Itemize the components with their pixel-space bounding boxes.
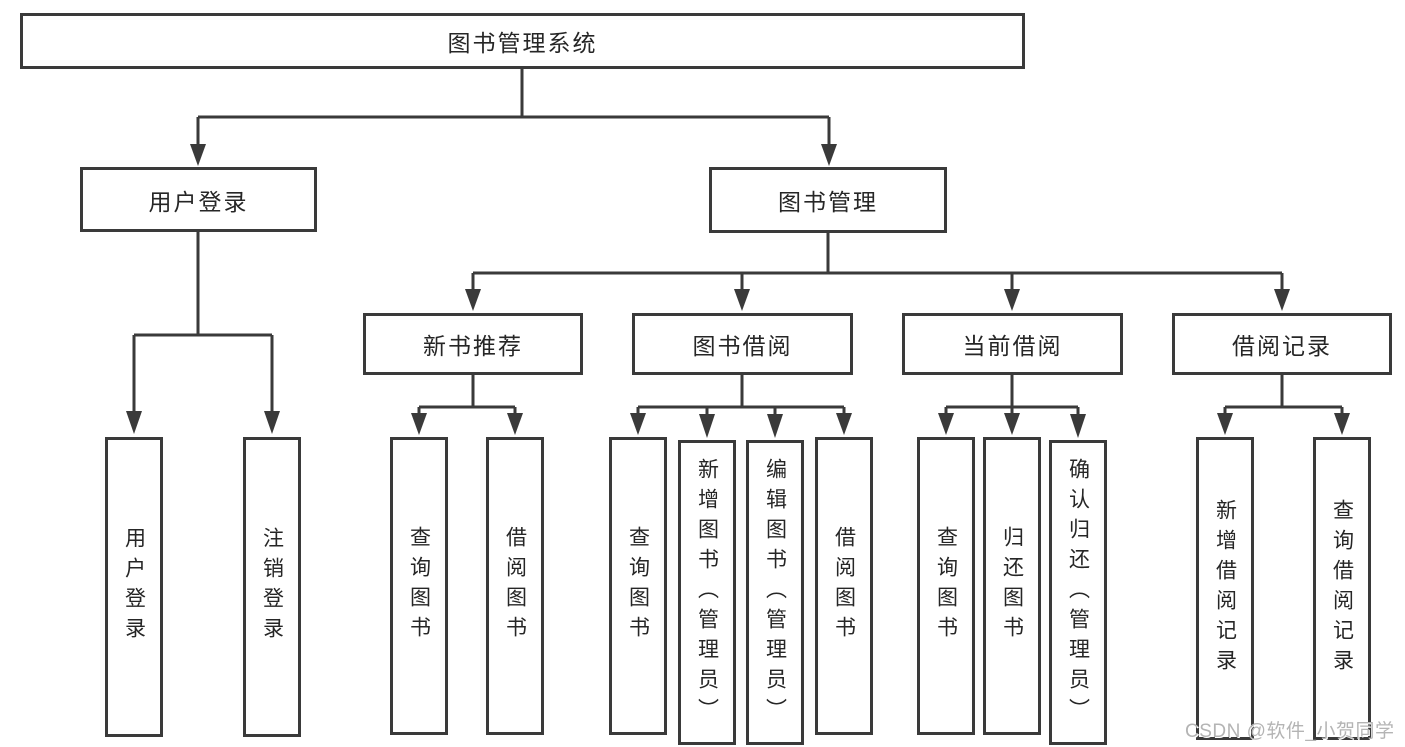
leaf-add-book-admin: 新增图书（管理员）: [678, 440, 736, 745]
leaf-return-books: 归还图书: [983, 437, 1041, 735]
leaf-confirm-return-admin: 确认归还（管理员）: [1049, 440, 1107, 745]
watermark-text: CSDN @软件_小贺同学: [1185, 721, 1395, 742]
leaf-logout: 注销登录: [243, 437, 301, 737]
leaf-label: 查询图书: [934, 526, 958, 646]
leaf-query-borrow-record: 查询借阅记录: [1313, 437, 1371, 740]
leaf-add-borrow-record: 新增借阅记录: [1196, 437, 1254, 740]
leaf-edit-book-admin: 编辑图书（管理员）: [746, 440, 804, 745]
node-label: 图书管理: [778, 189, 878, 215]
leaf-borrow-books-recommend: 借阅图书: [486, 437, 544, 735]
leaf-label: 查询图书: [626, 526, 650, 646]
leaf-label: 编辑图书（管理员）: [763, 457, 787, 728]
leaf-label: 查询图书: [407, 526, 431, 646]
node-label: 图书管理系统: [447, 30, 598, 56]
node-user-login: 用户登录: [80, 167, 317, 232]
leaf-label: 归还图书: [1000, 526, 1024, 646]
node-label: 新书推荐: [423, 333, 523, 359]
node-book-borrowing: 图书借阅: [632, 313, 853, 375]
node-borrowing-records: 借阅记录: [1172, 313, 1392, 375]
leaf-label: 查询借阅记录: [1330, 498, 1354, 679]
node-label: 图书借阅: [692, 333, 793, 359]
leaf-label: 确认归还（管理员）: [1066, 457, 1090, 728]
leaf-label: 借阅图书: [832, 526, 856, 646]
node-label: 借阅记录: [1232, 333, 1332, 359]
leaf-label: 注销登录: [260, 527, 284, 647]
node-book-management: 图书管理: [709, 167, 947, 233]
leaf-query-books-current: 查询图书: [917, 437, 975, 735]
leaf-query-books-borrowing: 查询图书: [609, 437, 667, 735]
leaf-label: 新增借阅记录: [1213, 498, 1237, 679]
node-new-book-recommendation: 新书推荐: [363, 313, 583, 375]
node-label: 用户登录: [148, 188, 249, 215]
node-library-management-system: 图书管理系统: [20, 13, 1025, 69]
node-current-borrowing: 当前借阅: [902, 313, 1123, 375]
leaf-borrow-books-borrowing: 借阅图书: [815, 437, 873, 735]
leaf-label: 用户登录: [122, 527, 146, 647]
node-label: 当前借阅: [962, 333, 1063, 359]
leaf-query-books-recommend: 查询图书: [390, 437, 448, 735]
leaf-label: 借阅图书: [503, 526, 527, 646]
leaf-user-login: 用户登录: [105, 437, 163, 737]
leaf-label: 新增图书（管理员）: [695, 457, 719, 728]
